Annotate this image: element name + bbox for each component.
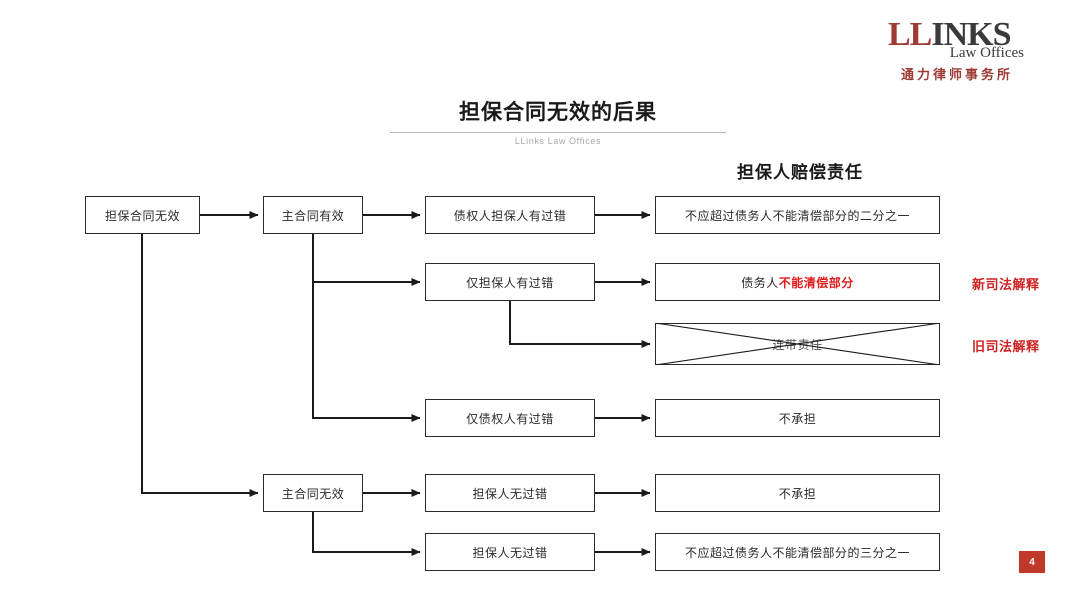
result-joint-liability-label: 连带责任 <box>655 323 940 365</box>
page-number-badge: 4 <box>1019 551 1045 573</box>
result-joint-liability-struck[interactable]: 连带责任 <box>655 323 940 365</box>
node-main-contract-invalid[interactable]: 主合同无效 <box>263 474 363 512</box>
title-block: 担保合同无效的后果 LLinks Law Offices <box>388 100 728 146</box>
result-not-exceed-one-third[interactable]: 不应超过债务人不能清偿部分的三分之一 <box>655 533 940 571</box>
title-subheading: LLinks Law Offices <box>514 136 602 147</box>
node-creditor-and-guarantor-at-fault[interactable]: 债权人担保人有过错 <box>425 196 595 234</box>
annotation-old-judicial-interpretation: 旧司法解释 <box>972 339 1040 354</box>
node-guarantee-contract-invalid[interactable]: 担保合同无效 <box>85 196 200 234</box>
result-no-liability-upper[interactable]: 不承担 <box>655 399 940 437</box>
llinks-logo: LLINKS Law Offices 通力律师事务所 <box>882 18 1032 82</box>
logo-wordmark: LLINKS <box>882 18 1032 52</box>
logo-chinese-name: 通力律师事务所 <box>900 67 1013 82</box>
result-no-liability-lower[interactable]: 不承担 <box>655 474 940 512</box>
result-debtor-prefix: 债务人 <box>741 275 779 290</box>
logo-tagline: Law Offices <box>949 45 1024 61</box>
result-not-exceed-one-half[interactable]: 不应超过债务人不能清偿部分的二分之一 <box>655 196 940 234</box>
page-title: 担保合同无效的后果 <box>459 101 657 124</box>
logo-ll-text: LL <box>888 16 932 53</box>
title-divider <box>390 132 726 134</box>
result-unpaid-portion-highlight: 不能清偿部分 <box>778 275 854 290</box>
node-guarantor-not-at-fault-lower[interactable]: 担保人无过错 <box>425 533 595 571</box>
node-guarantor-not-at-fault-upper[interactable]: 担保人无过错 <box>425 474 595 512</box>
annotation-new-judicial-interpretation: 新司法解释 <box>972 277 1040 292</box>
node-only-creditor-at-fault[interactable]: 仅债权人有过错 <box>425 399 595 437</box>
node-only-guarantor-at-fault[interactable]: 仅担保人有过错 <box>425 263 595 301</box>
logo-inks-text: INKS <box>931 16 1011 53</box>
result-debtor-unpaid-portion[interactable]: 债务人不能清偿部分 <box>655 263 940 301</box>
node-main-contract-valid[interactable]: 主合同有效 <box>263 196 363 234</box>
column-header-liability: 担保人赔偿责任 <box>737 163 863 182</box>
